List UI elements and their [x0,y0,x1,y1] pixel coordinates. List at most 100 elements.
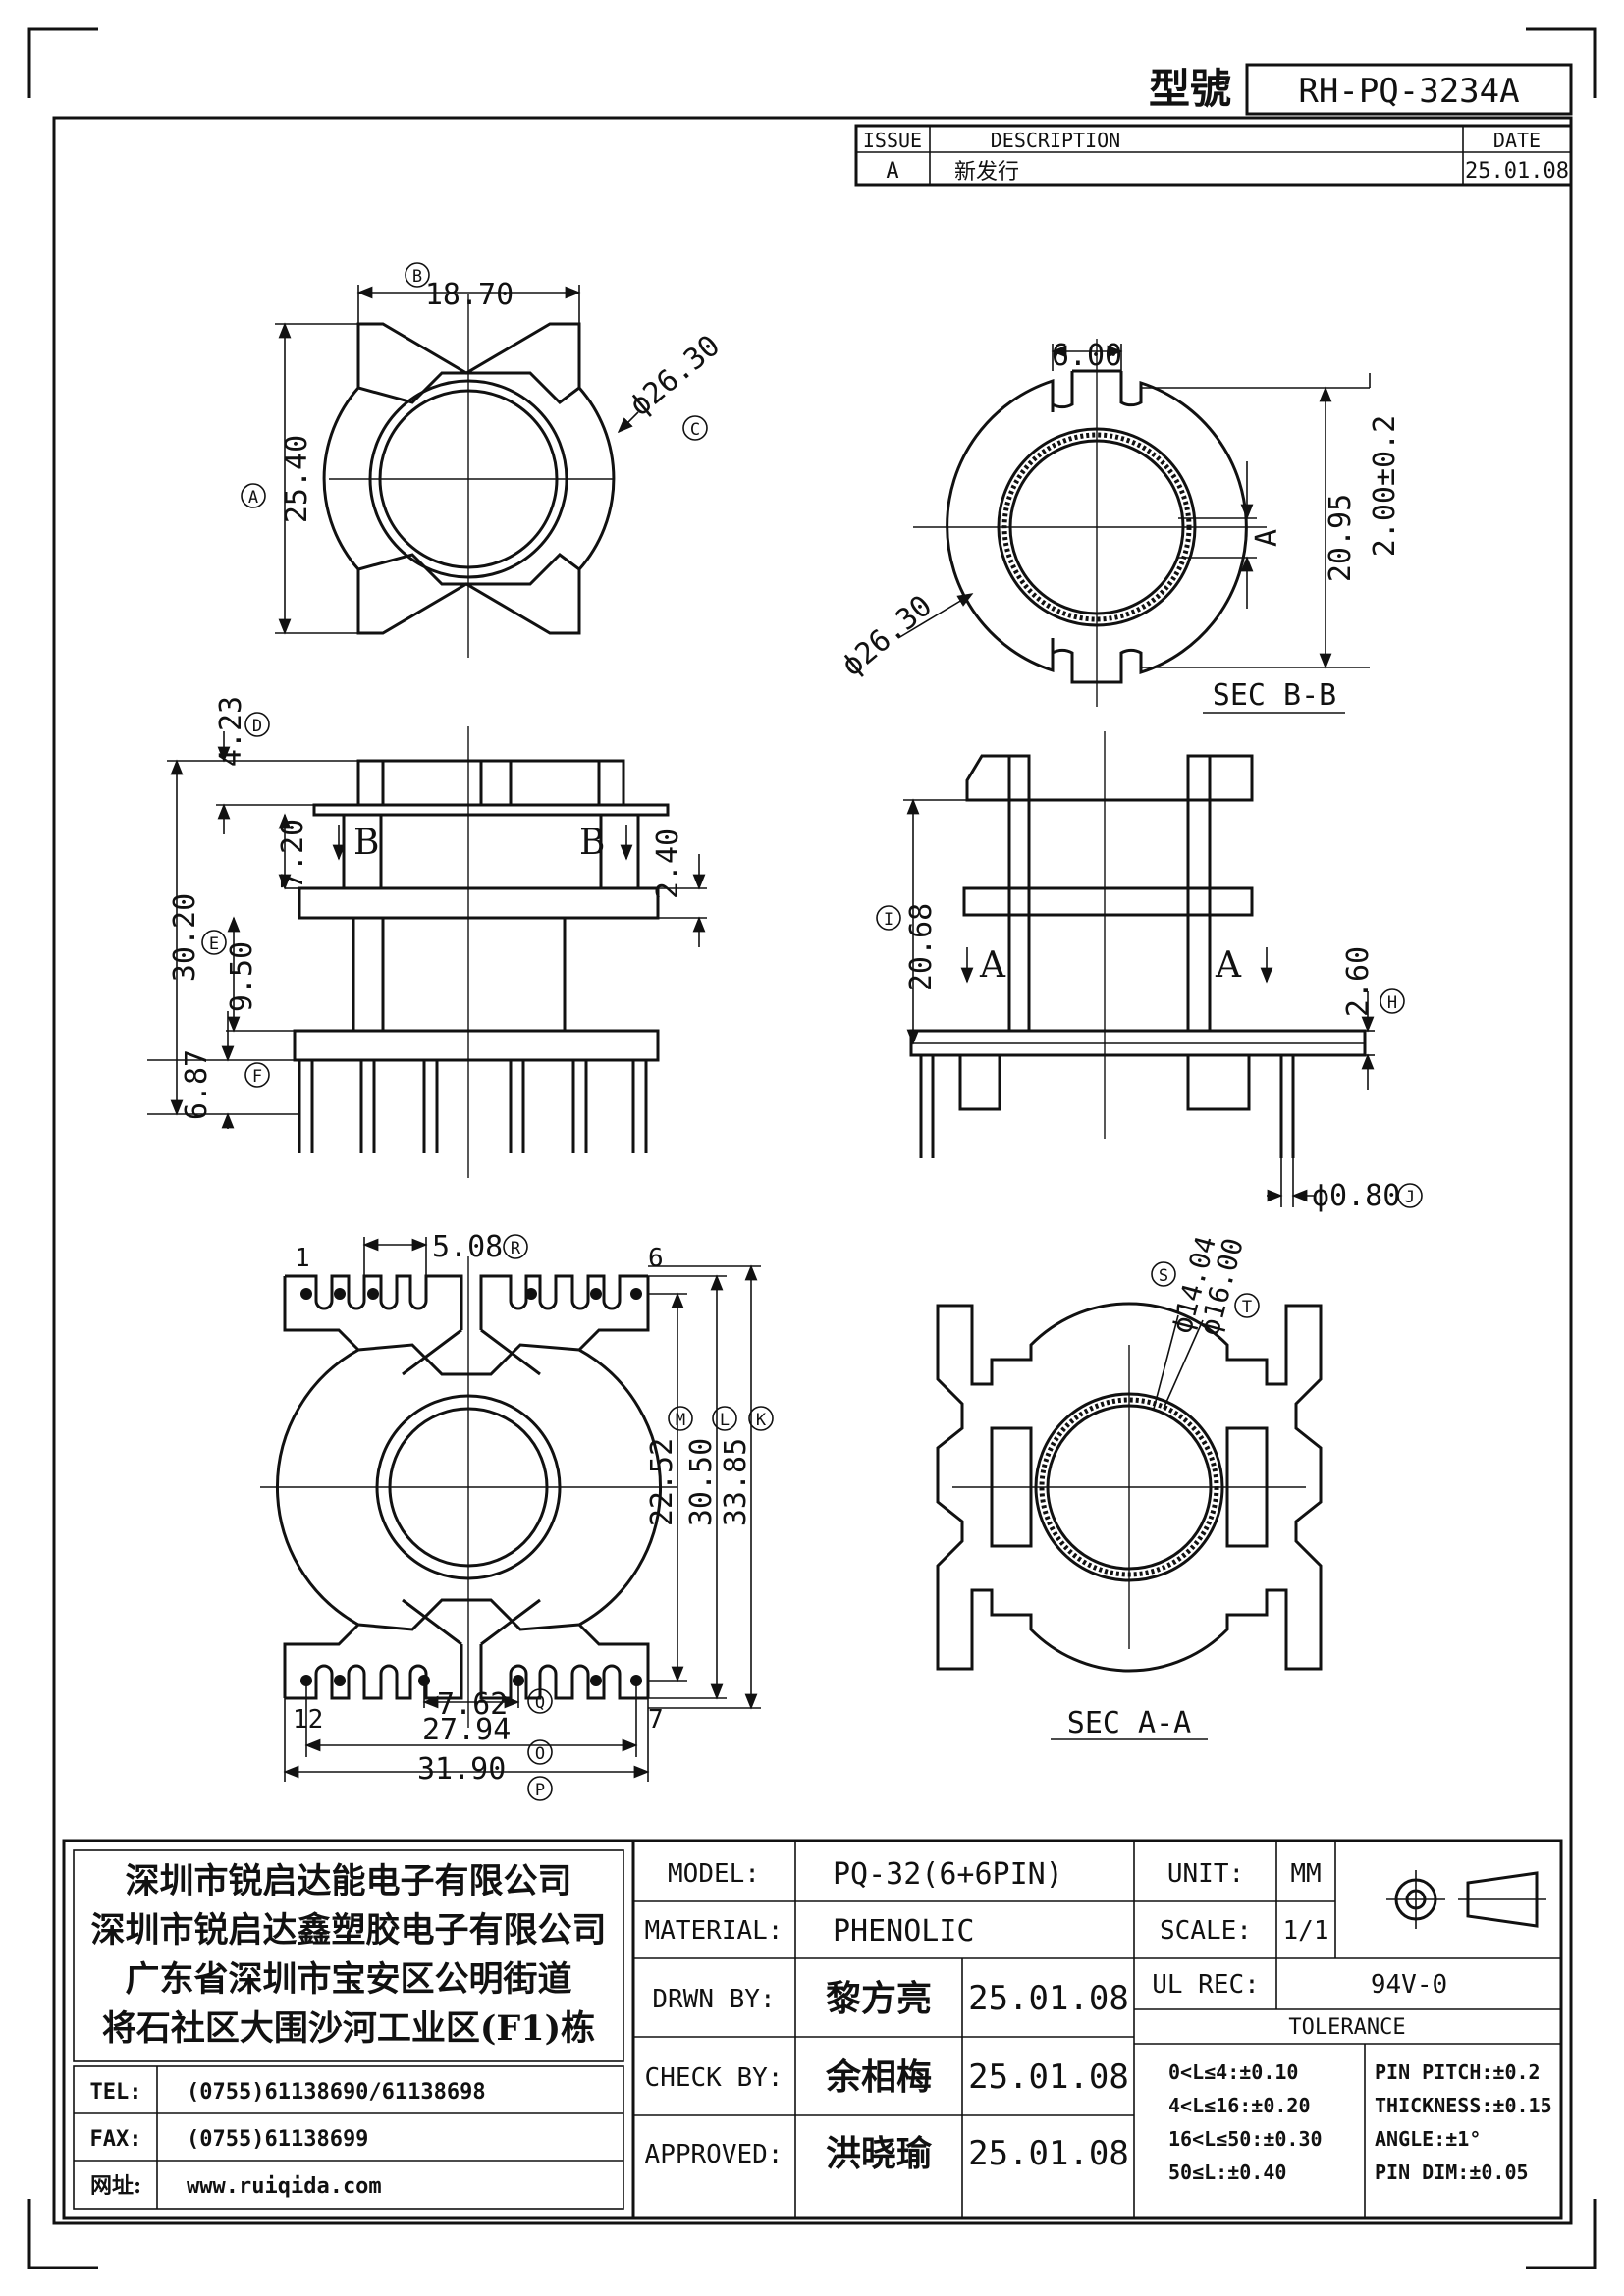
front-view-upper: 7.20 [276,819,310,889]
sec-aa-outer-tag: T [1242,1298,1252,1317]
ul-label: UL REC: [1152,1970,1260,2000]
company-line-4: 将石社区大围沙河工业区(F1)栋 [102,2008,595,2049]
drawn-label: DRWN BY: [652,1985,775,2014]
revision-issue-header: ISSUE [863,129,922,152]
front-view-flange: 2.40 [651,828,685,899]
front-view-pin-tag: F [252,1067,262,1087]
material-value: PHENOLIC [833,1914,975,1949]
tel-label: TEL: [90,2080,142,2105]
top-view-height-tag: A [248,488,258,507]
bottom-view-pin-span-tag: O [535,1744,545,1764]
sec-bb-height: 20.95 [1324,494,1358,582]
title-block: 深圳市锐启达能电子有限公司 深圳市锐启达鑫塑胶电子有限公司 广东省深圳市宝安区公… [62,1839,1563,2220]
drawing-border [52,116,1573,2225]
tolerance-pin-dim: PIN DIM:±0.05 [1375,2161,1529,2184]
side-view-base: 2.60 [1341,946,1376,1017]
side-view-height: 20.68 [904,903,939,991]
side-view-pin-dia-tag: J [1405,1188,1415,1207]
drawn-date: 25.01.08 [968,1979,1129,2018]
check-date: 25.01.08 [968,2057,1129,2097]
tolerance-label: TOLERANCE [1288,2015,1405,2040]
top-view-width: 18.70 [425,278,514,312]
company-line-2: 深圳市锐启达鑫塑胶电子有限公司 [90,1910,606,1950]
revision-issue: A [886,159,898,184]
revision-description-header: DESCRIPTION [991,129,1120,152]
model-value: PQ-32(6+6PIN) [833,1857,1063,1892]
front-view-top-tag: D [252,717,262,736]
front-view-cut-left: B [353,823,379,863]
tolerance-thickness: THICKNESS:±0.15 [1375,2094,1552,2117]
drawn-by: 黎方亮 [826,1978,932,2019]
sec-aa-inner-tag: S [1159,1266,1168,1286]
bottom-view-outer: 33.85 [719,1438,753,1526]
top-view-diameter-tag: C [690,420,700,440]
front-view: 4.23 D 30.20 E 7.20 B B 2.40 9.50 6.87 F [147,696,707,1178]
approved-label: APPROVED: [645,2140,784,2169]
bottom-view-width-tag: P [535,1781,545,1800]
model-number-box: 型號 RH-PQ-3234A [1149,63,1573,116]
side-view-cut-left: A [979,945,1006,986]
tolerance-angle: ANGLE:±1° [1375,2127,1481,2151]
sec-bb-arrow: A [1250,529,1284,547]
sec-bb-title: SEC B-B [1213,678,1336,713]
front-view-total-tag: E [209,934,219,954]
unit-value: MM [1290,1859,1321,1889]
revision-date-header: DATE [1493,129,1541,152]
bottom-view-width: 31.90 [417,1752,506,1787]
revision-block: ISSUE DESCRIPTION DATE A 新发行 25.01.08 [854,124,1573,187]
front-view-total: 30.20 [168,893,202,982]
tolerance-4: 50≤L:±0.40 [1168,2161,1286,2184]
bottom-view: 1 6 12 7 5.08 R 22.52 M 30.50 L 33.85 K … [260,1230,774,1801]
sec-bb-wall: 2.00±0.2 [1368,415,1402,558]
tolerance-3: 16<L≤50:±0.30 [1168,2127,1323,2151]
sec-bb-slot: 6.00 [1052,339,1122,373]
section-bb-view: 6.00 20.95 A 2.00±0.2 ϕ26.30 SEC B-B [836,339,1402,714]
tel-value: (0755)61138690/61138698 [187,2080,486,2105]
bottom-view-mid-tag: L [720,1411,730,1430]
front-view-pins [298,1060,648,1153]
company-line-1: 深圳市锐启达能电子有限公司 [125,1861,571,1901]
pin-label-12: 12 [293,1705,323,1735]
ul-value: 94V-0 [1371,1970,1447,2000]
fax-value: (0755)61138699 [187,2127,368,2152]
bottom-view-row-gap-tag: Q [535,1693,545,1713]
unit-label: UNIT: [1167,1859,1244,1889]
tolerance-1: 0<L≤4:±0.10 [1168,2060,1298,2084]
bottom-view-pin-holes [300,1288,642,1686]
pin-label-1: 1 [295,1244,310,1273]
section-aa-view: ϕ14.04 S ϕ16.00 T SEC A-A [936,1233,1323,1740]
web-value: www.ruiqida.com [187,2174,382,2199]
top-view-diameter: ϕ26.30 [623,329,728,423]
bottom-view-inner-tag: M [676,1411,685,1430]
pin-label-6: 6 [648,1244,664,1273]
bottom-view-inner: 22.52 [645,1438,679,1526]
side-view-cut-right: A [1215,945,1242,986]
front-view-cut-right: B [579,823,605,863]
scale-value: 1/1 [1283,1916,1329,1946]
side-view-base-tag: H [1387,993,1397,1013]
check-by: 余相梅 [825,2056,932,2098]
check-label: CHECK BY: [645,2063,784,2093]
approved-date: 25.01.08 [968,2134,1129,2173]
pin-label-7: 7 [648,1705,664,1735]
scale-label: SCALE: [1160,1916,1252,1946]
tolerance-2: 4<L≤16:±0.20 [1168,2094,1311,2117]
revision-description: 新发行 [954,160,1019,185]
top-view: B 18.70 25.40 A ϕ26.30 C [241,262,728,658]
side-view: 20.68 I A A 2.60 H ϕ0.80 J [876,731,1423,1213]
bottom-view-outer-tag: K [756,1411,767,1430]
side-view-pin-dia: ϕ0.80 [1312,1179,1400,1213]
bottom-view-pitch: 5.08 [432,1230,503,1264]
corner-marks [27,27,1597,2269]
approved-by: 洪晓瑜 [826,2133,933,2174]
bottom-view-pin-span: 27.94 [422,1713,511,1747]
revision-date: 25.01.08 [1465,159,1569,184]
model-number-label: 型號 [1149,65,1231,113]
company-line-3: 广东省深圳市宝安区公明街道 [125,1959,571,2000]
bottom-view-row-gap: 7.62 [437,1687,508,1722]
sec-aa-title: SEC A-A [1067,1706,1191,1740]
side-view-height-tag: I [884,910,893,930]
front-view-pin: 6.87 [180,1049,214,1120]
bottom-view-mid: 30.50 [684,1438,719,1526]
